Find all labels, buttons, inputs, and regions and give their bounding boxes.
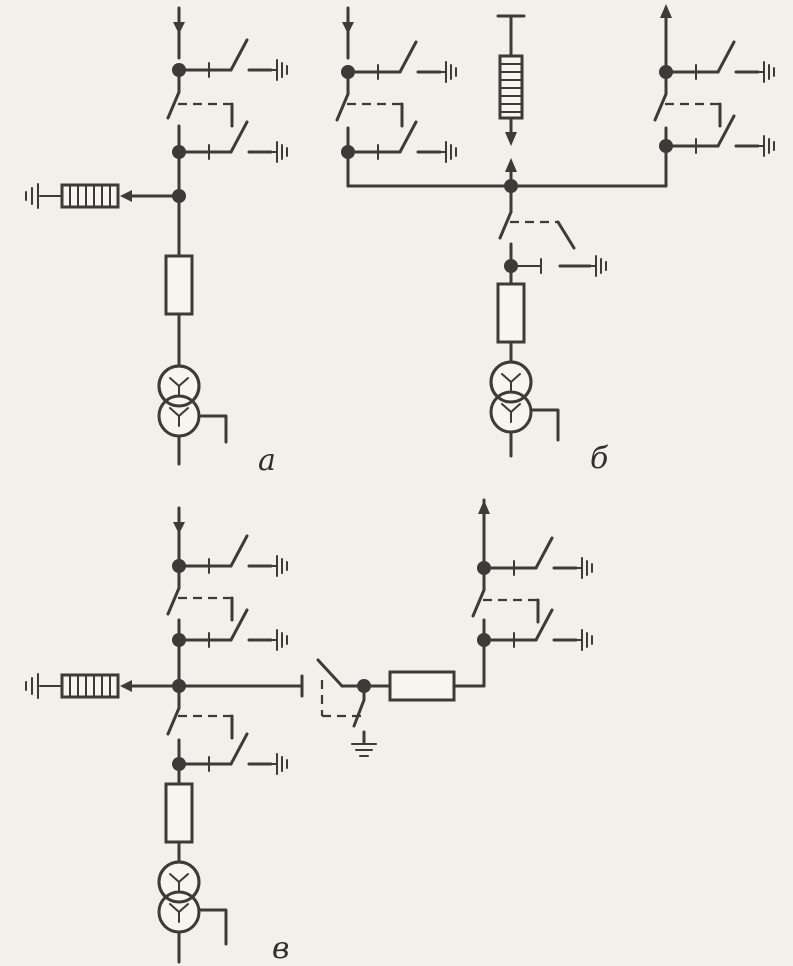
label-b: б: [590, 441, 609, 476]
diagram-b: б: [335, 4, 774, 476]
diagram-v: в: [25, 498, 592, 966]
diagram-a: а: [25, 6, 287, 478]
label-a: а: [258, 443, 276, 478]
label-v: в: [272, 931, 289, 966]
